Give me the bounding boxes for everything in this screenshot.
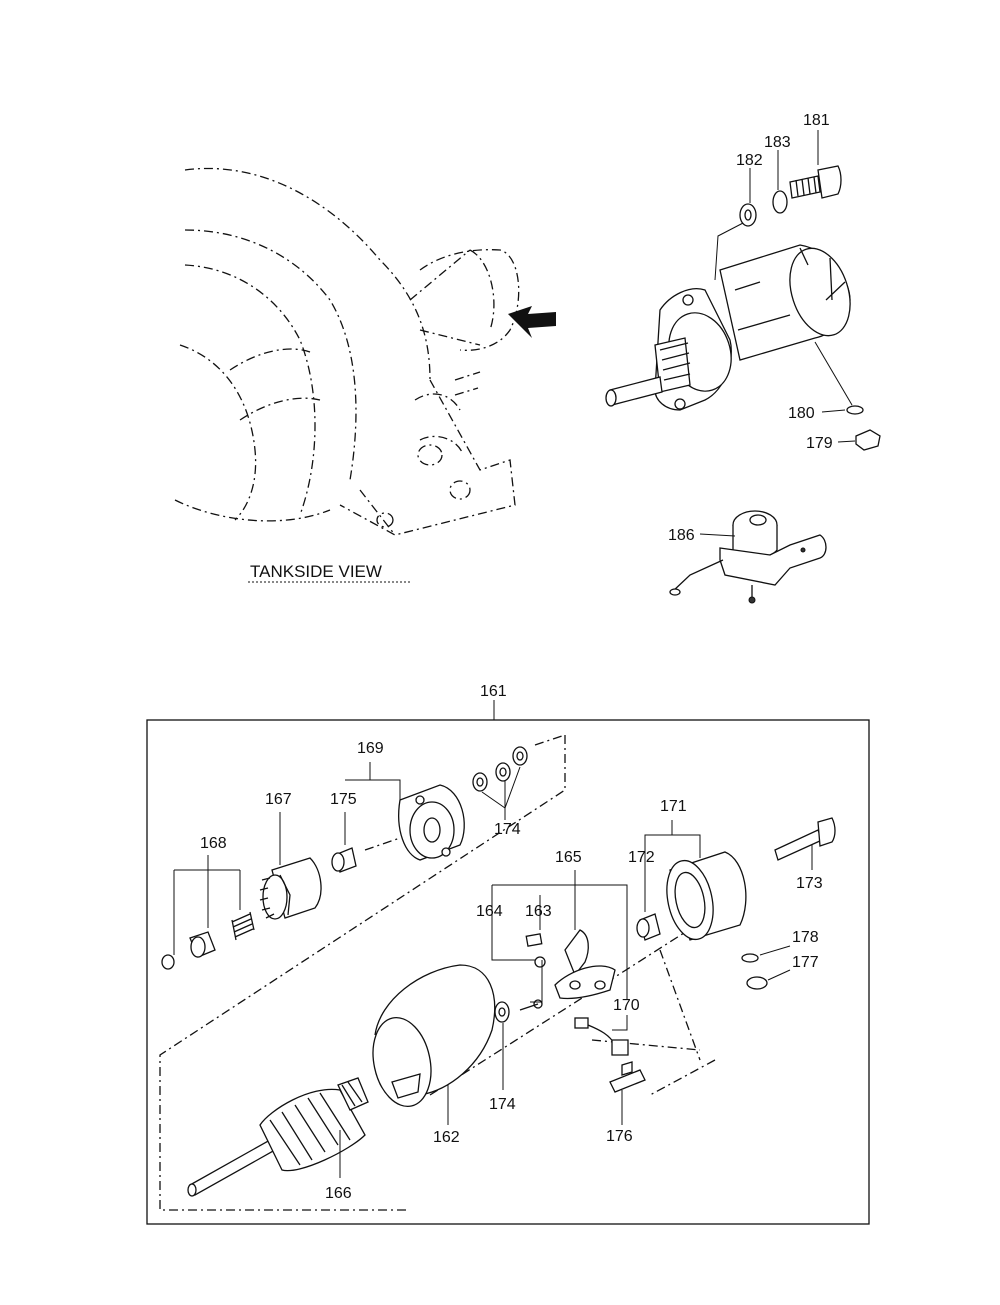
assembly-guide-lines: [159, 734, 721, 1211]
callout-164: 164: [476, 903, 503, 920]
callout-163: 163: [525, 903, 552, 920]
callout-174-top: 174: [494, 821, 521, 838]
part-165-brush-holder: [491, 870, 629, 1056]
part-166-armature: [187, 1077, 369, 1197]
tankside-view-label: TANKSIDE VIEW: [250, 562, 382, 581]
callout-181: 181: [803, 112, 830, 129]
callout-173: 173: [796, 875, 823, 892]
callout-167: 167: [265, 791, 292, 808]
part-183-spring-washer: [772, 150, 788, 214]
callout-174-mid: 174: [489, 1096, 516, 1113]
engine-housing-phantom: [174, 167, 520, 536]
part-186-relay: [669, 510, 827, 604]
callout-171: 171: [660, 798, 687, 815]
part-174-washer-mid: [494, 1001, 510, 1090]
callout-166: 166: [325, 1185, 352, 1202]
callout-179: 179: [806, 435, 833, 452]
callout-182: 182: [736, 152, 763, 169]
part-182-washer: [739, 168, 757, 227]
assembly-161-frame: [146, 719, 870, 1225]
part-181-bolt: [789, 130, 842, 199]
direction-arrow-icon: [508, 306, 556, 338]
callout-168: 168: [200, 835, 227, 852]
callout-172: 172: [628, 849, 655, 866]
part-180-lock-washer: [814, 341, 864, 415]
part-179-nut: [837, 429, 881, 451]
part-169-drive-housing: [345, 762, 465, 861]
part-177-nut: [746, 969, 791, 990]
callout-180: 180: [788, 405, 815, 422]
callout-183: 183: [764, 134, 791, 151]
part-176-plate: [609, 1061, 646, 1125]
part-173-through-bolt: [774, 817, 836, 870]
callout-175: 175: [330, 791, 357, 808]
part-168-group: [161, 855, 255, 970]
callout-178: 178: [792, 929, 819, 946]
callout-170: 170: [613, 997, 640, 1014]
starter-assembly-drawing: [605, 221, 851, 411]
callout-177: 177: [792, 954, 819, 971]
part-175-bushing: [331, 812, 357, 873]
callout-162: 162: [433, 1129, 460, 1146]
part-178-washer: [741, 945, 791, 963]
callout-165: 165: [555, 849, 582, 866]
callout-176: 176: [606, 1128, 633, 1145]
callout-161: 161: [480, 683, 507, 700]
callout-186: 186: [668, 527, 695, 544]
part-174-washers-top: [472, 746, 528, 820]
part-162-yoke: [372, 964, 496, 1125]
part-167-pinion-gear: [259, 812, 322, 920]
part-172-bushing: [636, 865, 661, 941]
part-171-end-frame: [644, 820, 747, 941]
callout-169: 169: [357, 740, 384, 757]
